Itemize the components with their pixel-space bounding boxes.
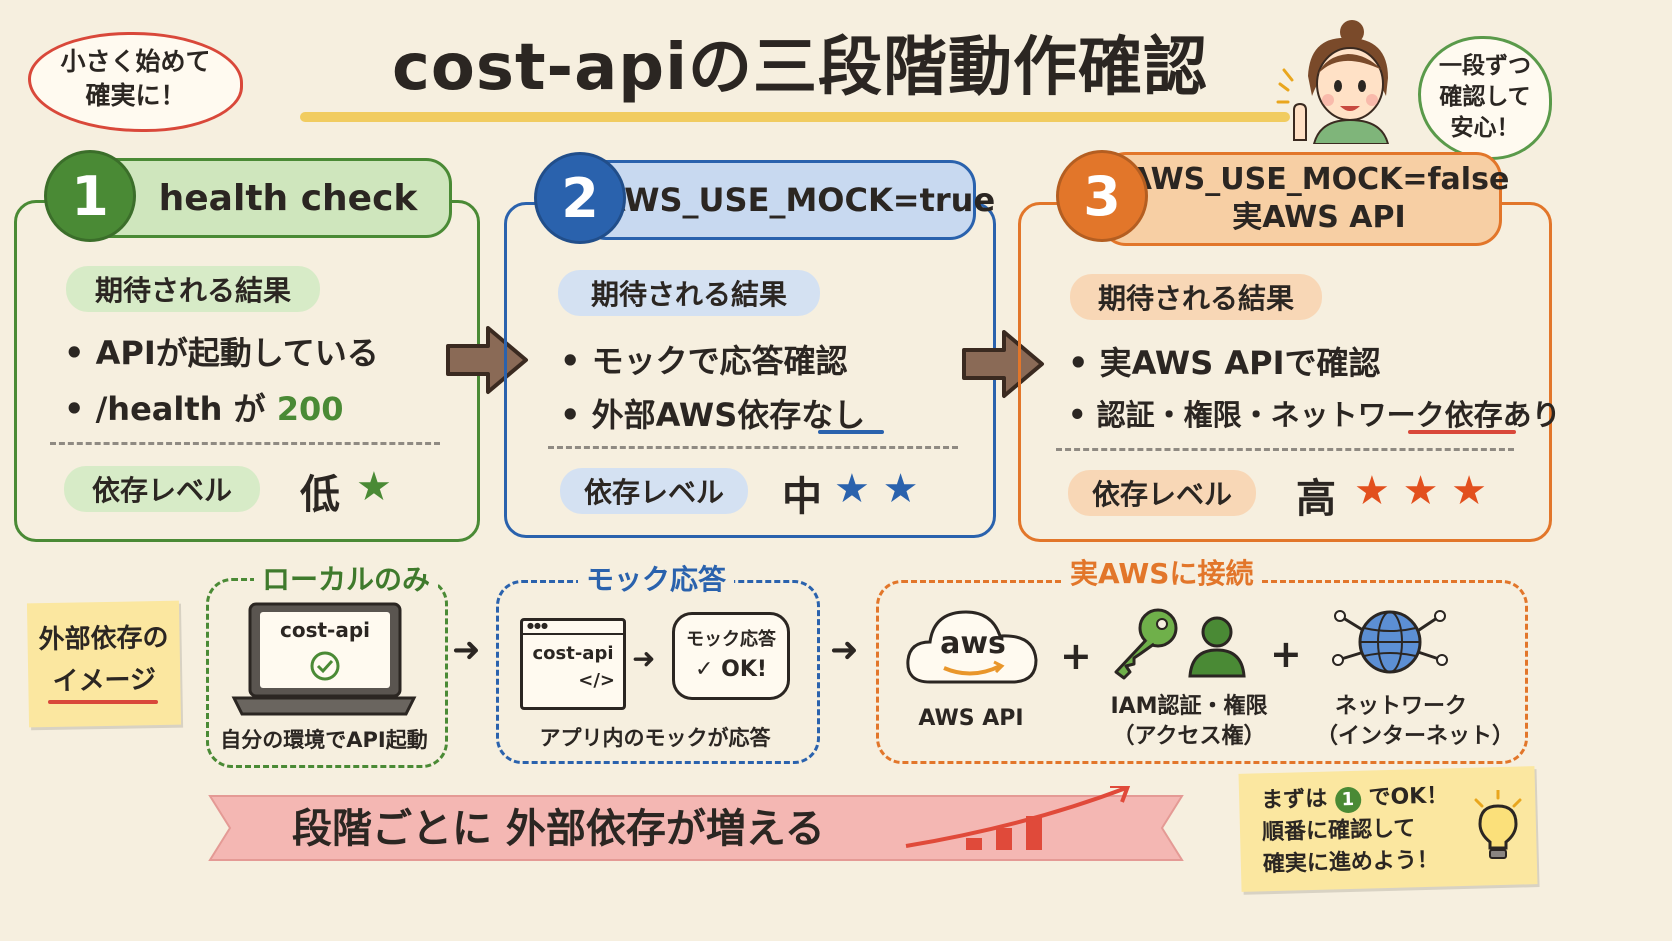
speech-right-line2: 確認して [1439, 84, 1531, 110]
arrow-right-small-icon: ➜ [632, 642, 656, 675]
stage-3-underline [1408, 430, 1516, 434]
stage-1-stars: ★ [356, 464, 392, 510]
mock-app-window: ●●● cost-api </> [520, 618, 626, 710]
arrow-right-small-icon: ➜ [452, 630, 481, 670]
speech-bubble-left: 小さく始めて 確実に！ [28, 32, 243, 132]
stage-1-bullet-2: • /health が 200 [64, 390, 344, 428]
iam-caption-line1: IAM認証・権限 [1110, 694, 1268, 719]
stage-1-status-code: 200 [276, 390, 344, 428]
mock-label: モック応答 [578, 558, 735, 598]
mock-response-bubble: モック応答 ✓ OK! [672, 612, 790, 700]
banner-ribbon [208, 786, 1184, 861]
stage-1-level-value: 低 [300, 472, 340, 518]
mock-window-text: cost-api [532, 643, 614, 664]
network-caption: ネットワーク （インターネット） [1316, 692, 1515, 752]
network-globe-icon [1332, 610, 1448, 674]
stage-1-header-text: health check [158, 177, 418, 219]
laptop-screen-text: cost-api [279, 618, 371, 642]
stage-3-number: 3 [1056, 150, 1148, 242]
stage-1-header: health check [84, 158, 452, 238]
tip-line1-pre: まずは [1260, 786, 1328, 814]
stage-3-stars: ★ ★ ★ [1354, 468, 1488, 514]
stage-3-level-value: 高 [1296, 476, 1336, 522]
local-caption: 自分の環境でAPI起動 [220, 728, 428, 752]
laptop-icon [231, 602, 417, 716]
stage-3-bullet-1: • 実AWS APIで確認 [1068, 344, 1381, 382]
plus-sign: + [1270, 632, 1302, 676]
speech-right-line1: 一段ずつ [1439, 53, 1531, 79]
stage-3-divider [1056, 448, 1514, 451]
mock-bubble-ok: ✓ OK! [695, 657, 767, 682]
arrow-right-small-icon: ➜ [830, 630, 859, 670]
speech-left-line1: 小さく始めて [60, 47, 211, 76]
iam-caption: IAM認証・権限 （アクセス権） [1094, 692, 1284, 752]
speech-bubble-right: 一段ずつ 確認して 安心！ [1418, 36, 1552, 160]
tip-number-badge: 1 [1334, 786, 1362, 814]
stage-3-level-label: 依存レベル [1068, 470, 1256, 516]
banner-text: 段階ごとに 外部依存が増える [292, 806, 825, 852]
stage-3-bullet-2: • 認証・権限・ネットワーク依存あり [1068, 398, 1561, 432]
speech-right-line3: 安心！ [1450, 115, 1520, 141]
network-caption-line2: （インターネット） [1316, 724, 1515, 749]
page-title: cost-apiの三段階動作確認 [391, 31, 1209, 105]
mock-code-text: </> [578, 670, 615, 691]
user-icon [1188, 616, 1246, 678]
stage-1-bullet-1: • APIが起動している [64, 334, 379, 372]
stage-3-header-line1: AWS_USE_MOCK=false [1128, 162, 1510, 197]
guide-character-icon [1276, 20, 1390, 144]
stage-2-underline [818, 430, 884, 434]
mock-bubble-title: モック応答 [686, 629, 776, 650]
title-underline [300, 112, 1290, 122]
network-caption-line1: ネットワーク [1334, 694, 1467, 719]
image-label-line1: 外部依存の [38, 622, 169, 656]
stage-2-bullet-1: • モックで応答確認 [560, 342, 848, 380]
real-aws-label: 実AWSに接続 [1062, 552, 1262, 592]
local-only-label: ローカルのみ [254, 558, 439, 598]
plus-sign: + [1060, 634, 1092, 678]
stage-3-header-line2: 実AWS API [1232, 200, 1406, 235]
aws-logo-text: aws [940, 626, 1006, 661]
stage-1-expected-label: 期待される結果 [66, 266, 320, 312]
image-label-underline [48, 700, 158, 704]
speech-left-line2: 確実に！ [85, 81, 186, 110]
arrow-right-icon [962, 330, 1044, 398]
stage-2-header: AWS_USE_MOCK=true [580, 160, 995, 240]
stage-3-header: AWS_USE_MOCK=false 実AWS API [1100, 152, 1509, 246]
stage-2-level-label: 依存レベル [560, 468, 748, 514]
stage-1-level-label: 依存レベル [64, 466, 260, 512]
stage-2-expected-label: 期待される結果 [558, 270, 820, 316]
stage-2-header-text: AWS_USE_MOCK=true [600, 181, 996, 219]
stage-1-divider [50, 442, 440, 445]
window-titlebar: ●●● [523, 621, 623, 635]
aws-caption: AWS API [918, 706, 1024, 731]
stage-2-stars: ★ ★ [834, 466, 919, 512]
image-label-note: 外部依存の イメージ [26, 600, 182, 728]
key-icon [1114, 608, 1178, 680]
stage-3-expected-label: 期待される結果 [1070, 274, 1322, 320]
lightbulb-icon [1474, 790, 1522, 859]
stage-2-level-value: 中 [782, 474, 822, 520]
mock-caption: アプリ内のモックが応答 [539, 726, 771, 750]
tip-line1-post: でOK！ [1368, 783, 1449, 811]
aws-cloud-icon [906, 610, 1038, 684]
image-label-line2: イメージ [52, 665, 157, 697]
iam-caption-line2: （アクセス権） [1112, 724, 1266, 749]
stage-2-divider [548, 446, 958, 449]
stage-2-bullet-2: • 外部AWS依存なし [560, 396, 866, 434]
stage-1-number: 1 [44, 150, 136, 242]
stage-2-number: 2 [534, 152, 626, 244]
